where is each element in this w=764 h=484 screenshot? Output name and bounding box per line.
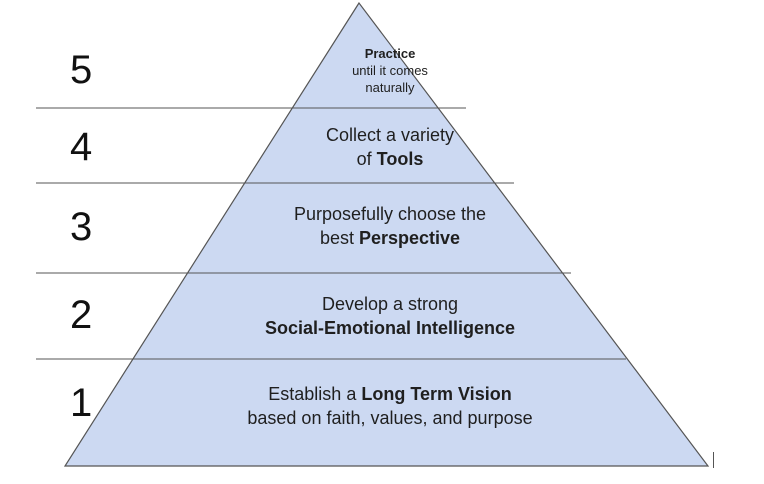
level-1-line1-pre: Establish a [268,384,362,404]
level-4-line1: Collect a variety [325,125,455,145]
level-number-5: 5 [70,48,93,92]
level-2-line1: Develop a strong [321,294,459,314]
level-5-title: Practice [364,46,416,61]
level-4-keyword: Tools [376,149,424,169]
level-3-line2: best Perspective [220,226,560,250]
level-number-1: 1 [70,381,93,425]
level-3-keyword: Perspective [358,228,461,248]
level-5-label: Practice until it comes naturally [300,45,480,96]
level-1-line2: based on faith, values, and purpose [247,408,533,428]
level-4-line2-pre: of [356,149,377,169]
level-4-label: Collect a variety of Tools [240,123,540,171]
level-number-2: 2 [70,293,93,337]
level-5-line3: naturally [365,80,415,95]
level-2-keyword: Social-Emotional Intelligence [264,318,516,338]
level-4-line2: of Tools [240,147,540,171]
level-1-label: Establish a Long Term Vision based on fa… [160,382,620,430]
pyramid-shape [63,1,710,467]
level-3-line2-pre: best [319,228,359,248]
level-5-line2: until it comes [352,63,428,78]
level-number-4: 4 [70,125,93,169]
level-3-label: Purposefully choose the best Perspective [220,202,560,250]
level-number-3: 3 [70,205,93,249]
level-1-line1: Establish a Long Term Vision [160,382,620,406]
text-cursor [713,452,714,468]
level-1-keyword: Long Term Vision [361,384,512,404]
level-3-line1: Purposefully choose the [293,204,487,224]
level-2-label: Develop a strong Social-Emotional Intell… [190,292,590,340]
